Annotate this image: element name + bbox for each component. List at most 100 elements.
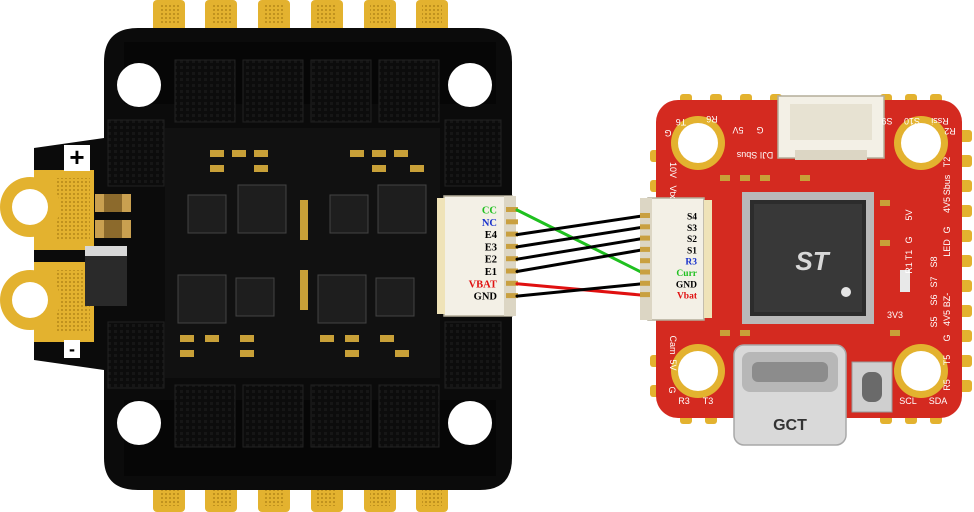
fc-silk-label: R6 (706, 114, 718, 124)
fc-pin-contact (640, 258, 650, 264)
esc-polarity-minus: - (64, 339, 80, 359)
esc-pin-contact (506, 207, 518, 212)
fc-pin-label: R3 (685, 258, 697, 268)
fc-pin-label: S2 (687, 235, 697, 245)
fc-silk-label: DJI Sbus (736, 150, 773, 160)
esc-pin-label: VBAT (469, 279, 497, 290)
fc-silk-label: 3V3 (887, 310, 903, 320)
esc-pin-label: CC (482, 206, 497, 217)
fc-silk-label: T3 (703, 396, 714, 406)
fc-pin-contact (640, 235, 650, 241)
fc-silk-label: G (904, 236, 914, 243)
fc-pin-label: Vbat (677, 292, 698, 302)
fc-pin-label: GND (676, 280, 697, 290)
svg-text:+: + (69, 142, 84, 172)
esc-pin-label: E4 (485, 230, 498, 241)
esc-battery-pads (0, 170, 94, 342)
fc-silk-label: SCL (899, 396, 917, 406)
fc-silk-label: R2 (944, 126, 956, 136)
fc-silk-label: T6 (676, 117, 687, 127)
fc-silk-label: SDA (929, 396, 948, 406)
fc-silk-label: 10V (668, 162, 678, 178)
fc-silk-label: S8 (929, 256, 939, 267)
fc-pin-label: S3 (687, 224, 697, 234)
fc-silk-label: G (664, 128, 671, 138)
esc-pin-contact (506, 243, 518, 249)
st-logo: ST (795, 246, 830, 276)
esc-polarity-plus: + (64, 142, 90, 172)
esc-mosfets (107, 59, 502, 448)
fc-silk-label: G (756, 125, 763, 135)
fc-silk-label: Cam (668, 335, 678, 354)
esc-mounting-holes (117, 63, 492, 445)
fc-silk-label: T2 (942, 157, 952, 168)
fc-dji-connector (777, 95, 885, 160)
esc-pin-contact (506, 268, 518, 274)
fc-silk-label: S10 (904, 116, 920, 126)
esc-pin-label: GND (474, 292, 498, 303)
wires (515, 208, 644, 298)
fc-silk-label: S9 (881, 116, 892, 126)
fc-pin-label: S4 (687, 213, 697, 223)
fc-silk-label: 5V (732, 125, 743, 135)
esc-pin-label: NC (482, 218, 497, 229)
fc-silk-label: T5 (942, 355, 952, 366)
esc-power-components (85, 194, 131, 306)
esc-pin-label: E1 (485, 267, 497, 278)
fc-pin-contact (640, 292, 650, 298)
wire-e2-s2 (515, 237, 644, 261)
esc-pin-contact (506, 280, 518, 286)
fc-pin-label: S1 (687, 246, 697, 256)
fc-pin-label: Curr (676, 269, 697, 279)
fc-silk-label: 4V5 (942, 197, 952, 213)
wire-e3-s3 (515, 225, 644, 249)
fc-pin-contact (640, 224, 650, 230)
fc-silk-label: T1 (904, 250, 914, 261)
fc-silk-label: S5 (929, 316, 939, 327)
esc-pin-contact (506, 293, 518, 299)
wire-e1-s1 (515, 248, 644, 273)
fc-silk-label: R5 (942, 379, 952, 391)
fc-silk-label: R3 (678, 396, 690, 406)
fc-silk-label: S7 (929, 276, 939, 287)
fc-silk-label: 5V (668, 359, 678, 370)
fc-silk-label: LED (942, 239, 952, 257)
fc-silk-label: 5V (904, 209, 914, 220)
fc-pin-contact (640, 280, 650, 286)
fc-silk-label: G (667, 386, 677, 393)
fc-silk-label: 4V5 (942, 310, 952, 326)
esc-pin-contact (506, 256, 518, 262)
fc-boot-button[interactable] (851, 361, 893, 413)
esc-pin-contact (506, 231, 518, 237)
fc-pin-contact (640, 213, 650, 218)
fc-small-components (720, 175, 910, 336)
fc-pin-contact (640, 269, 650, 275)
wire-cc-curr (515, 208, 644, 274)
usb-label: GCT (773, 417, 807, 434)
fc-mcu: ST (742, 192, 874, 324)
svg-text:-: - (69, 339, 75, 359)
fc-silk-label: G (942, 334, 952, 341)
esc-pin-contact (506, 219, 518, 225)
esc-pin-label: E3 (485, 242, 497, 253)
fc-usb-c-port[interactable]: GCT (733, 344, 847, 446)
fc-silk-label: R1 (904, 262, 914, 274)
esc-driver-chips (177, 184, 427, 324)
fc-silk-label: Vtx (668, 185, 678, 199)
fc-silk-label: Rssi (931, 116, 949, 126)
fc-silk-label: G (942, 226, 952, 233)
fc-mounting-holes (671, 116, 948, 398)
fc-silk-label: S6 (929, 294, 939, 305)
esc-pin-label: E2 (485, 255, 497, 266)
fc-silk-label: BZ- (942, 293, 952, 308)
esc-small-components (180, 150, 424, 357)
fc-silk-label: Sbus (942, 174, 952, 195)
